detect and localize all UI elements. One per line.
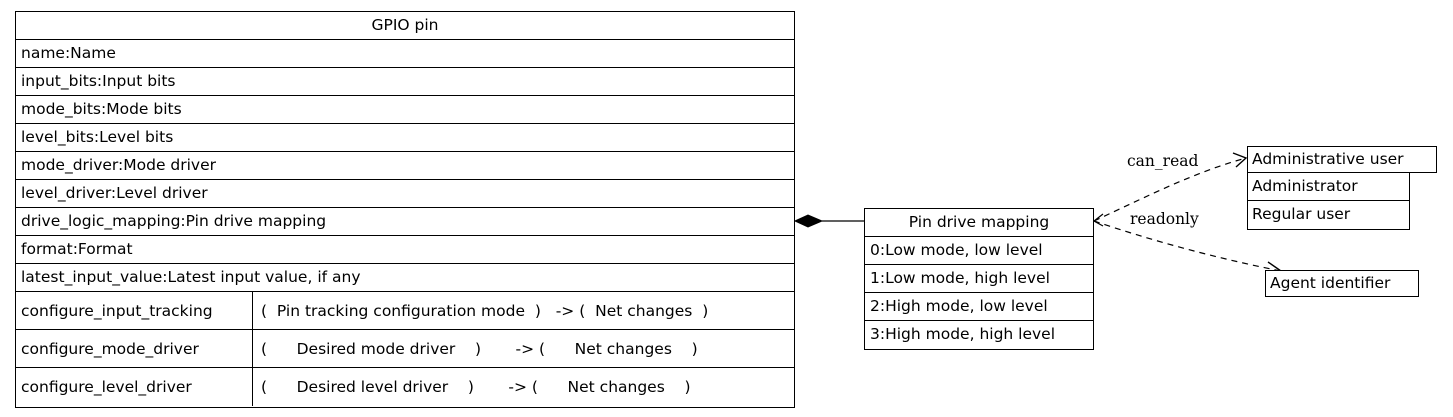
operation-name: configure_mode_driver xyxy=(16,330,253,367)
mapping-entry: 0:Low mode, low level xyxy=(865,237,1093,265)
operation-signature: ( Desired level driver ) -> ( Net change… xyxy=(261,378,691,396)
gpio-pin-class: GPIO pin name:Name input_bits:Input bits… xyxy=(15,11,795,408)
can-read-label: can_read xyxy=(1127,152,1199,170)
readonly-edge xyxy=(1093,220,1282,272)
operation-signature: ( Pin tracking configuration mode ) -> (… xyxy=(261,301,709,320)
readonly-label: readonly xyxy=(1130,210,1199,228)
pin-drive-mapping-title: Pin drive mapping xyxy=(865,209,1093,237)
operation-name: configure_input_tracking xyxy=(16,292,253,329)
agent-identifier-title: Agent identifier xyxy=(1270,274,1391,292)
attribute-mode-driver: mode_driver:Mode driver xyxy=(16,152,794,180)
can-read-tail xyxy=(1092,213,1104,227)
gpio-pin-title: GPIO pin xyxy=(16,12,794,40)
administrative-user-title-box: Administrative user xyxy=(1247,146,1437,173)
operation-name: configure_level_driver xyxy=(16,368,253,406)
attribute-latest-input-value: latest_input_value:Latest input value, i… xyxy=(16,264,794,292)
admin-value-administrator: Administrator xyxy=(1248,173,1409,201)
operation-configure-mode-driver: configure_mode_driver ( Desired mode dri… xyxy=(16,330,794,368)
admin-value-regular-user: Regular user xyxy=(1252,205,1351,223)
can-read-edge xyxy=(1093,157,1247,222)
mapping-entry: 2:High mode, low level xyxy=(865,293,1093,321)
operation-configure-level-driver: configure_level_driver ( Desired level d… xyxy=(16,368,794,406)
operation-signature: ( Desired mode driver ) -> ( Net changes… xyxy=(261,339,698,358)
composition-diamond xyxy=(793,214,824,228)
agent-identifier-box: Agent identifier xyxy=(1265,270,1419,297)
attribute-name: name:Name xyxy=(16,40,794,68)
attribute-drive-logic-mapping: drive_logic_mapping:Pin drive mapping xyxy=(16,208,794,236)
attribute-format: format:Format xyxy=(16,236,794,264)
administrative-user-title: Administrative user xyxy=(1252,150,1404,168)
attribute-input-bits: input_bits:Input bits xyxy=(16,68,794,96)
administrative-user-values: Administrator Regular user xyxy=(1247,172,1410,230)
can-read-arrowhead xyxy=(1232,152,1248,168)
mapping-entry: 1:Low mode, high level xyxy=(865,265,1093,293)
pin-drive-mapping-class: Pin drive mapping 0:Low mode, low level … xyxy=(864,208,1094,350)
attribute-level-bits: level_bits:Level bits xyxy=(16,124,794,152)
mapping-entry: 3:High mode, high level xyxy=(870,325,1056,343)
operation-configure-input-tracking: configure_input_tracking ( Pin tracking … xyxy=(16,292,794,330)
attribute-level-driver: level_driver:Level driver xyxy=(16,180,794,208)
attribute-mode-bits: mode_bits:Mode bits xyxy=(16,96,794,124)
